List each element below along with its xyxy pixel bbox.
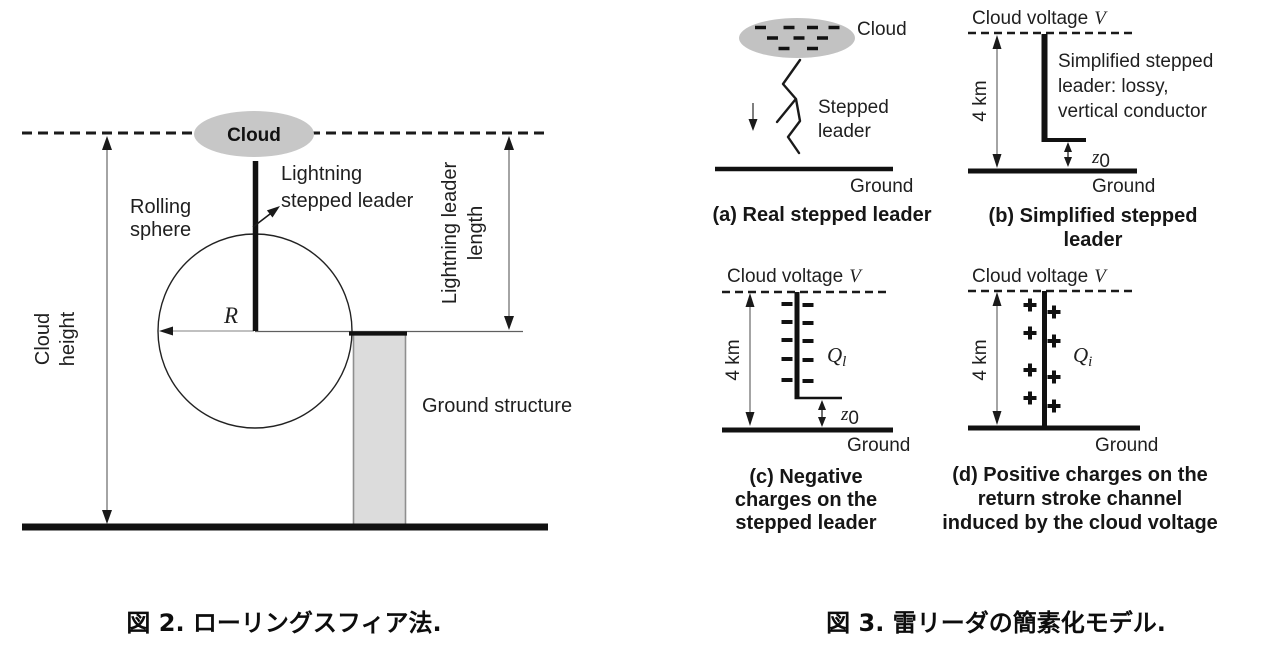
fig3-caption: 図 3. 雷リーダの簡素化モデル.	[826, 609, 1166, 637]
panel-b-desc-line1: Simplified stepped	[1058, 51, 1213, 72]
stepped-leader-label-line1: Stepped	[818, 97, 889, 118]
zigzag-leader-channel	[781, 58, 802, 155]
panel-a-cloud-label: Cloud	[857, 19, 907, 40]
panel-b-desc-line2: leader: lossy,	[1058, 76, 1169, 97]
panel-d-height-arrow	[992, 292, 1002, 425]
stepped-leader-label-line2: leader	[818, 121, 871, 142]
cloud-negative-charges	[755, 25, 840, 51]
rolling-sphere-label-line1: Rolling	[130, 196, 191, 218]
panel-b-height-arrow	[992, 35, 1002, 168]
ground-structure-label: Ground structure	[422, 395, 572, 417]
cloud-label: Cloud	[227, 125, 281, 146]
zigzag-leader-branch	[775, 98, 797, 124]
panel-d-caption-line3: induced by the cloud voltage	[942, 512, 1218, 534]
leader-length-label-line2: length	[465, 206, 487, 261]
panel-a-ground-label: Ground	[850, 176, 913, 197]
cloud-height-label-line2: height	[57, 311, 79, 366]
cloud-ellipse	[194, 111, 314, 157]
ground-structure-rect	[352, 331, 407, 528]
panel-b-caption-line1: (b) Simplified stepped	[989, 205, 1198, 227]
negative-charges-right-column	[802, 303, 814, 383]
leader-length-arrow	[504, 136, 514, 330]
panel-c-caption-line3: stepped leader	[735, 512, 876, 534]
negative-charges-left-column	[781, 302, 793, 382]
panel-d-caption-line1: (d) Positive charges on the	[952, 464, 1208, 486]
positive-charges-right-column	[1047, 305, 1061, 413]
radius-label: R	[223, 303, 238, 328]
panel-d-caption-line2: return stroke channel	[978, 488, 1183, 510]
panel-b-z0-arrow	[1064, 142, 1072, 167]
radius-arrow	[159, 326, 254, 336]
cloud-height-arrow	[102, 136, 112, 524]
panel-c-z0-arrow	[818, 400, 826, 427]
panel-a-caption: (a) Real stepped leader	[713, 204, 932, 226]
fig2-caption: 図 2. ローリングスフィア法.	[126, 609, 441, 637]
panel-b-z0-label: z0	[1091, 147, 1110, 172]
panel-b-ground-label: Ground	[1092, 176, 1155, 197]
panel-b-height-label: 4 km	[970, 80, 991, 121]
panel-c-caption-line2: charges on the	[735, 489, 877, 511]
leader-length-label-line1: Lightning leader	[439, 161, 461, 304]
panel-d-ground-label: Ground	[1095, 435, 1158, 456]
panel-b-caption-line2: leader	[1064, 229, 1123, 251]
positive-charges-left-column	[1023, 298, 1037, 405]
fig2-diagram: R Cloud Rolling sphere Lightning stepped…	[22, 111, 572, 637]
rolling-sphere-label-line2: sphere	[130, 219, 191, 241]
panel-c-z0-label: z0	[840, 404, 859, 429]
panel-b-desc-line3: vertical conductor	[1058, 101, 1208, 122]
panel-c-height-label: 4 km	[723, 339, 744, 380]
lightning-leader-label-line2: stepped leader	[281, 190, 414, 212]
panel-c-charge-label: Ql	[827, 343, 846, 370]
panel-a: Cloud Stepped leader Ground (a) Real ste…	[713, 18, 932, 226]
panel-d-height-label: 4 km	[970, 339, 991, 380]
panel-c-caption-line1: (c) Negative	[749, 466, 862, 488]
panel-c-height-arrow	[745, 293, 755, 426]
cloud-height-label-line1: Cloud	[32, 313, 54, 365]
panel-c-ground-label: Ground	[847, 435, 910, 456]
leader-annotation-arrow	[252, 206, 280, 228]
descent-arrow	[748, 103, 758, 131]
panel-d-charge-label: Qi	[1073, 343, 1092, 370]
lightning-leader-label-line1: Lightning	[281, 163, 362, 185]
